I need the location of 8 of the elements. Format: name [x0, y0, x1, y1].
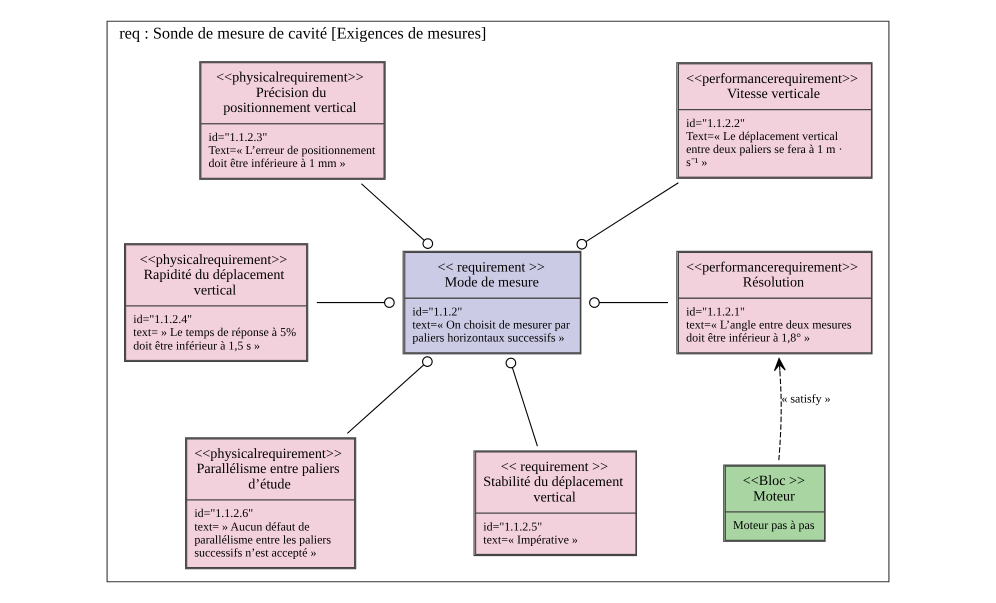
connector — [589, 297, 668, 308]
edge-label: « satisfy » — [781, 392, 831, 406]
connector — [361, 183, 434, 249]
arrow — [774, 358, 786, 460]
connector — [506, 358, 538, 446]
connector — [346, 356, 433, 434]
connector — [576, 182, 679, 250]
connector — [316, 297, 395, 308]
